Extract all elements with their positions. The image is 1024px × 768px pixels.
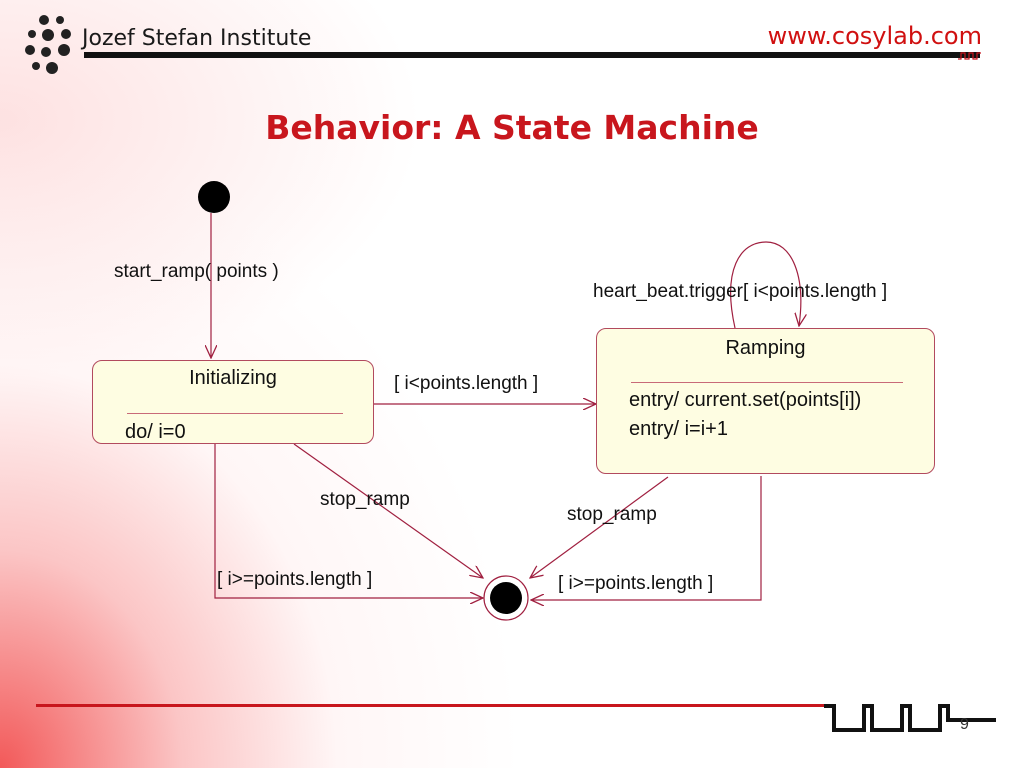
state-ramping-action-1: entry/ current.set(points[i]) [629, 389, 862, 411]
slide-header: Jozef Stefan Institute www.cosylab.com [0, 0, 1024, 80]
footer-divider [36, 704, 826, 707]
label-initializing-to-ramping: [ i<points.length ] [394, 373, 539, 394]
institute-logo-icon [25, 15, 71, 74]
state-initializing-divider [127, 413, 343, 414]
label-ramping-done: [ i>=points.length ] [558, 573, 714, 594]
website-url: www.cosylab.com [767, 22, 982, 50]
transition-initializing-done-arrow [214, 444, 483, 598]
header-divider [84, 52, 980, 58]
page-number: 9 [960, 716, 969, 733]
state-ramping-name: Ramping [725, 337, 806, 359]
transition-ramping-stop-arrow [530, 476, 669, 578]
cosylab-wave-icon [958, 52, 981, 60]
label-initializing-done: [ i>=points.length ] [217, 569, 373, 590]
state-initializing-action: do/ i=0 [125, 421, 186, 443]
transition-initializing-stop-arrow [293, 443, 483, 578]
slide-title: Behavior: A State Machine [265, 108, 759, 147]
state-initializing-name: Initializing [189, 367, 277, 389]
label-start-ramp: start_ramp( points ) [114, 261, 279, 282]
label-heart-beat-trigger: heart_beat.trigger[ i<points.length ] [593, 281, 888, 302]
state-ramping-divider [631, 382, 903, 383]
footer-wave-icon [824, 704, 996, 732]
state-initializing: Initializing do/ i=0 [92, 360, 374, 444]
institute-name: Jozef Stefan Institute [82, 26, 312, 51]
label-ramping-stop-ramp: stop_ramp [567, 504, 657, 525]
final-state-node [490, 582, 522, 614]
transition-ramping-done-arrow [531, 476, 762, 600]
state-ramping: Ramping entry/ current.set(points[i]) en… [596, 328, 935, 474]
initial-state-node [198, 181, 230, 213]
transition-heart-beat-loop-arrow [730, 241, 801, 329]
label-initializing-stop-ramp: stop_ramp [320, 489, 410, 510]
state-ramping-action-2: entry/ i=i+1 [629, 418, 728, 440]
